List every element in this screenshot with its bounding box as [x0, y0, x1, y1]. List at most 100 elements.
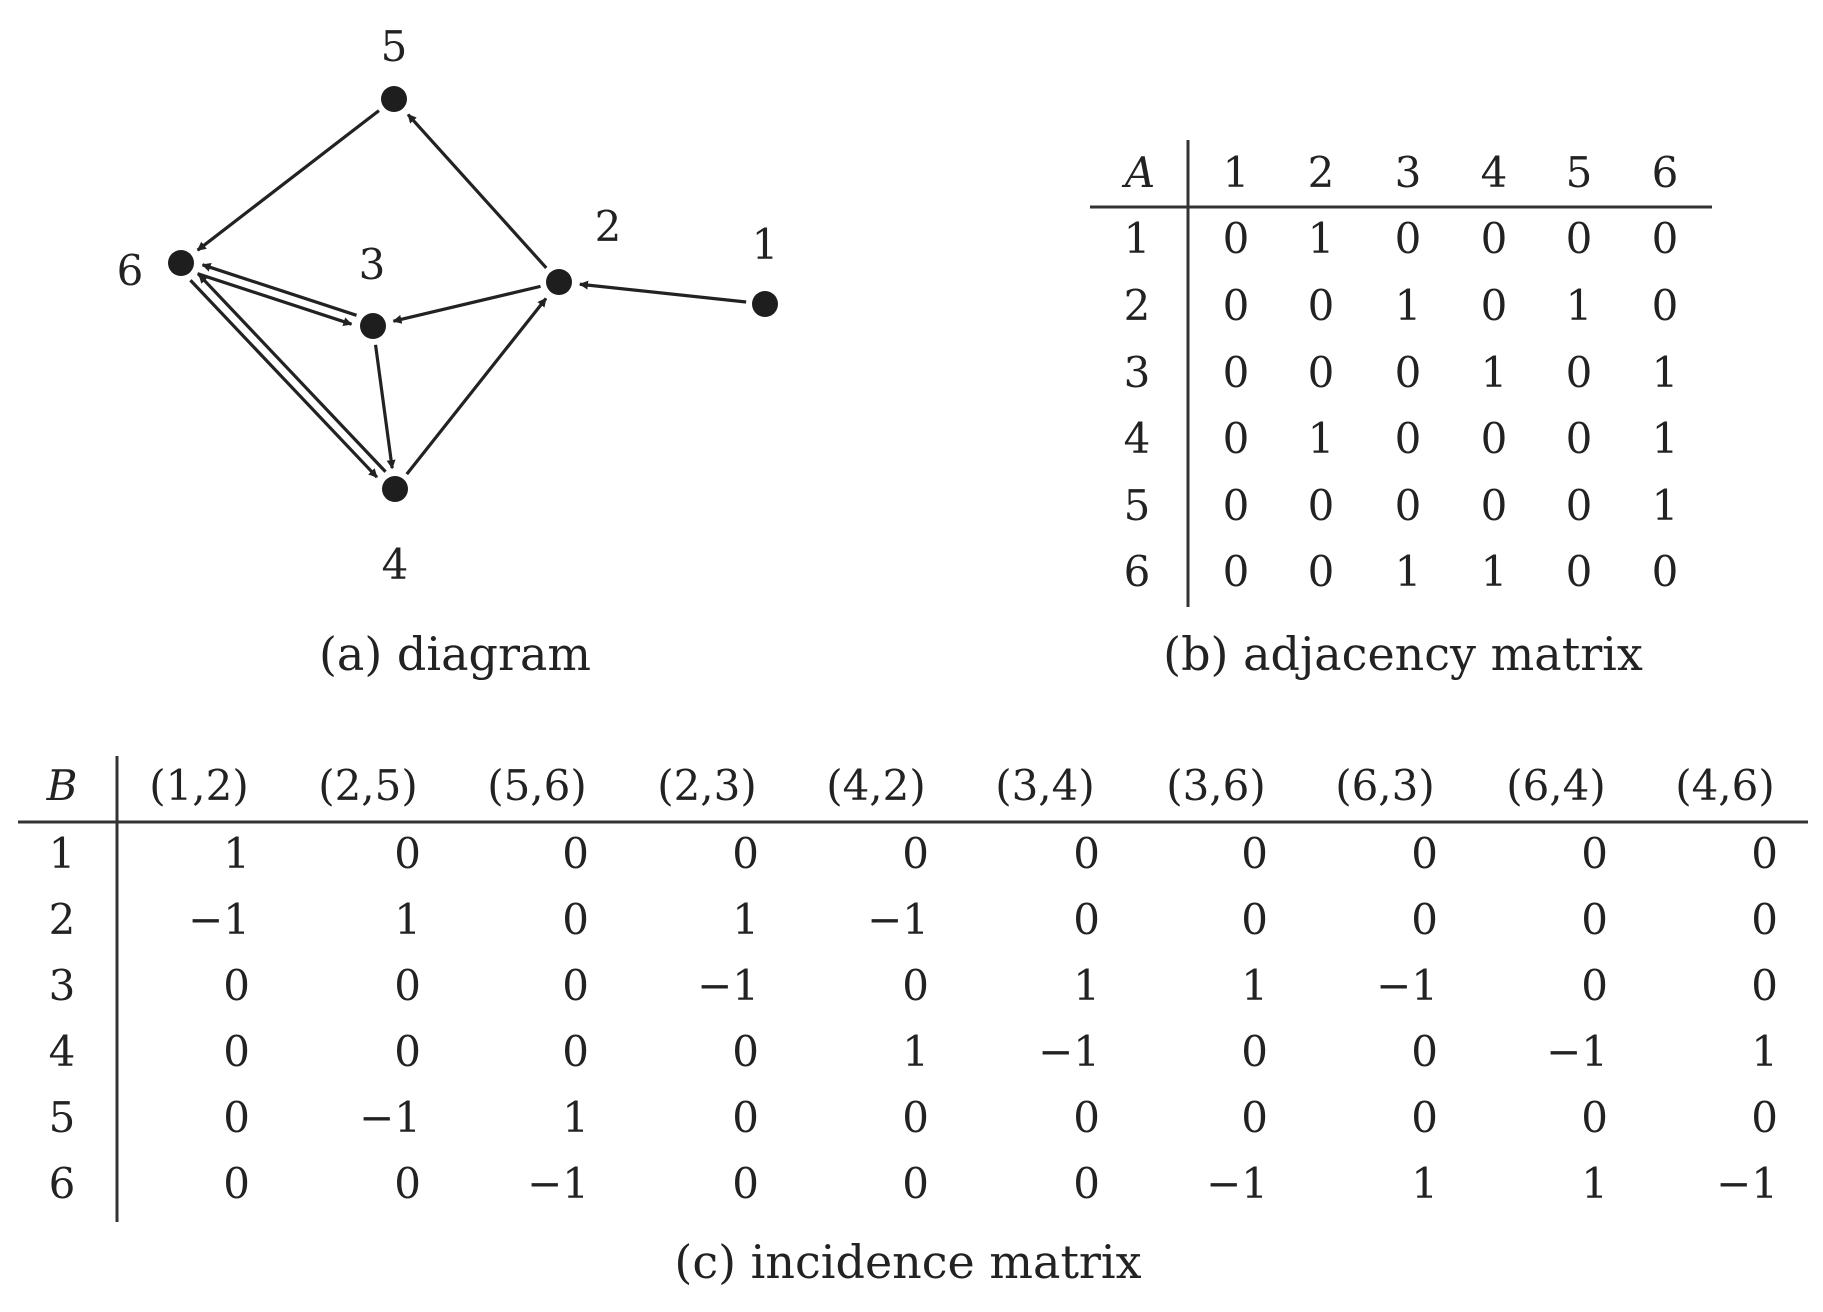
incidence-cell: 0	[1073, 895, 1100, 944]
adjacency-row-label: 2	[1124, 281, 1151, 330]
adjacency-cell: 1	[1652, 348, 1679, 397]
incidence-row-label: 2	[49, 895, 76, 944]
incidence-col-header: (2,3)	[657, 761, 757, 810]
incidence-cell: 0	[394, 961, 421, 1010]
incidence-row-label: 3	[49, 961, 76, 1010]
incidence-cell: 1	[902, 1027, 929, 1076]
incidence-cell: 0	[223, 1159, 250, 1208]
adjacency-cell: 0	[1566, 414, 1593, 463]
incidence-cell: 0	[394, 1159, 421, 1208]
adjacency-row-label: 4	[1124, 414, 1151, 463]
edge-4-to-6	[197, 273, 387, 473]
adjacency-cell: 0	[1223, 348, 1250, 397]
incidence-row-label: 6	[49, 1159, 76, 1208]
incidence-cell: 0	[1751, 961, 1778, 1010]
adjacency-cell: 1	[1652, 481, 1679, 530]
incidence-cell: 0	[562, 895, 589, 944]
node-label-3: 3	[359, 240, 386, 289]
incidence-col-header: (4,6)	[1675, 761, 1775, 810]
incidence-cell: −1	[1038, 1027, 1100, 1076]
adjacency-col-header-4: 4	[1481, 148, 1508, 197]
adjacency-cell: 1	[1652, 414, 1679, 463]
incidence-col-header: (6,4)	[1506, 761, 1606, 810]
incidence-cell: 0	[1751, 829, 1778, 878]
incidence-cell: −1	[527, 1159, 589, 1208]
incidence-cell: 0	[1241, 1027, 1268, 1076]
adjacency-col-header-3: 3	[1395, 148, 1422, 197]
incidence-cell: 0	[732, 1159, 759, 1208]
incidence-cell: 0	[1581, 1093, 1608, 1142]
edge-1-to-2	[578, 280, 747, 304]
adjacency-col-header-6: 6	[1652, 148, 1679, 197]
adjacency-cell: 0	[1223, 214, 1250, 263]
node-5	[381, 86, 407, 112]
incidence-column-headers: (1,2)(2,5)(5,6)(2,3)(4,2)(3,4)(3,6)(6,3)…	[149, 761, 1775, 810]
incidence-cell: 1	[732, 895, 759, 944]
adjacency-cell: 0	[1223, 481, 1250, 530]
incidence-cell: 0	[732, 829, 759, 878]
adjacency-cell: 0	[1481, 214, 1508, 263]
incidence-cell: 0	[562, 829, 589, 878]
adjacency-row-label: 3	[1124, 348, 1151, 397]
adjacency-cell: 0	[1566, 214, 1593, 263]
node-2	[546, 269, 572, 295]
adjacency-cell: 1	[1481, 348, 1508, 397]
incidence-cell: 0	[223, 1093, 250, 1142]
incidence-col-header: (2,5)	[318, 761, 418, 810]
incidence-cell: 1	[562, 1093, 589, 1142]
incidence-cell: 0	[394, 829, 421, 878]
incidence-col-header: (6,3)	[1335, 761, 1435, 810]
incidence-cell: 0	[1073, 1159, 1100, 1208]
adjacency-col-header-1: 1	[1223, 148, 1250, 197]
graph-edges	[189, 109, 747, 479]
edge-2-to-3	[392, 284, 541, 324]
incidence-cell: 0	[223, 961, 250, 1010]
adjacency-cell: 0	[1652, 547, 1679, 596]
incidence-row-label: 1	[49, 829, 76, 878]
adjacency-row-label: 5	[1124, 481, 1151, 530]
adjacency-cell: 0	[1308, 481, 1335, 530]
node-label-5: 5	[381, 22, 408, 71]
incidence-cell: 0	[1751, 895, 1778, 944]
incidence-cell: 0	[1411, 895, 1438, 944]
adjacency-matrix-symbol: A	[1121, 148, 1155, 197]
node-6	[168, 250, 194, 276]
incidence-cell: −1	[1376, 961, 1438, 1010]
incidence-cell: 0	[394, 1027, 421, 1076]
incidence-cell: 0	[902, 829, 929, 878]
node-1	[752, 291, 778, 317]
adjacency-cell: 0	[1395, 481, 1422, 530]
incidence-cell: 0	[1581, 895, 1608, 944]
adjacency-col-header-5: 5	[1566, 148, 1593, 197]
incidence-col-header: (5,6)	[487, 761, 587, 810]
adjacency-cell: 0	[1566, 547, 1593, 596]
incidence-cell: 0	[1411, 829, 1438, 878]
incidence-cell: −1	[1206, 1159, 1268, 1208]
node-label-6: 6	[117, 246, 144, 295]
incidence-cell: −1	[867, 895, 929, 944]
incidence-cell: 0	[562, 961, 589, 1010]
incidence-cell: −1	[697, 961, 759, 1010]
adjacency-row-label: 6	[1124, 547, 1151, 596]
incidence-col-header: (1,2)	[149, 761, 249, 810]
incidence-matrix: B (1,2)(2,5)(5,6)(2,3)(4,2)(3,4)(3,6)(6,…	[18, 756, 1808, 1289]
node-label-2: 2	[595, 202, 622, 251]
adjacency-cell: 0	[1395, 414, 1422, 463]
node-label-1: 1	[752, 220, 779, 269]
incidence-cell: 1	[1241, 961, 1268, 1010]
adjacency-caption: (b) adjacency matrix	[1163, 627, 1643, 681]
adjacency-cell: 0	[1223, 281, 1250, 330]
adjacency-cell: 0	[1223, 547, 1250, 596]
incidence-cell: 0	[1241, 895, 1268, 944]
incidence-cell: 1	[1073, 961, 1100, 1010]
incidence-cell: 1	[1581, 1159, 1608, 1208]
